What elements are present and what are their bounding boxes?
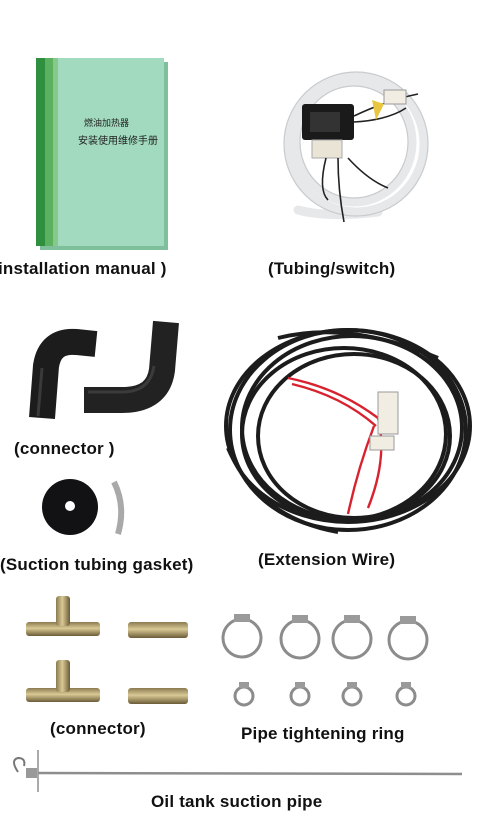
- connector-pipes-image: [24, 594, 194, 714]
- suction-tubing-gasket-caption: (Suction tubing gasket): [0, 555, 194, 574]
- tubing-switch-caption: (Tubing/switch): [268, 259, 396, 278]
- connector-pipes-caption: (connector): [50, 719, 146, 738]
- manual-cover-title: 燃油加热器: [84, 119, 130, 129]
- manual-cover-subtitle: 安装使用维修手册: [78, 136, 158, 147]
- suction-tubing-gasket-image: [38, 476, 138, 538]
- connector-hose-image: [18, 306, 188, 434]
- extension-wire-image: [218, 318, 478, 544]
- installation-manual-image: 燃油加热器 安装使用维修手册: [36, 58, 170, 252]
- extension-wire-caption: (Extension Wire): [258, 550, 396, 569]
- pipe-clamps-caption: Pipe tightening ring: [241, 724, 405, 743]
- tubing-switch-image: [268, 60, 438, 230]
- installation-manual-caption: installation manual ): [0, 259, 167, 278]
- pipe-clamps-image: [220, 608, 442, 708]
- oil-tank-suction-pipe-caption: Oil tank suction pipe: [151, 792, 323, 811]
- connector-hose-caption: (connector ): [14, 439, 115, 458]
- oil-tank-suction-pipe-image: [4, 748, 466, 794]
